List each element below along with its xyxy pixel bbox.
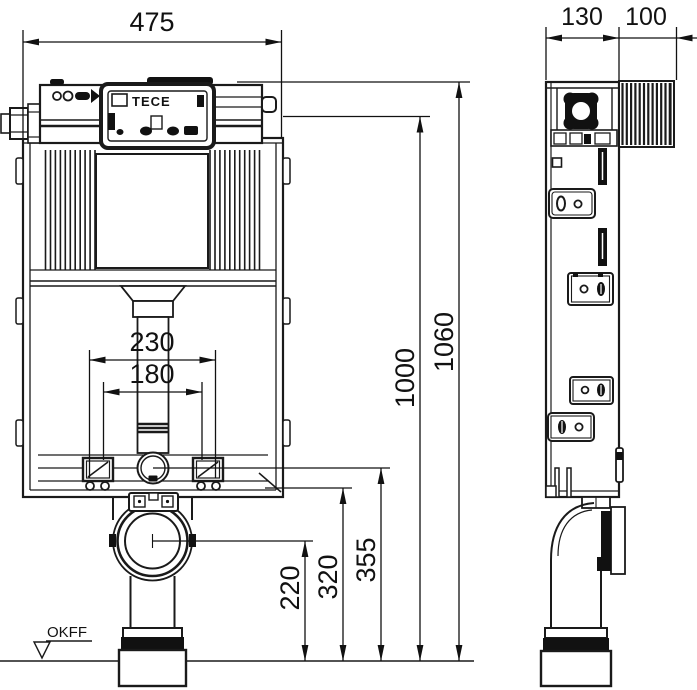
top-housing: TECE <box>0 77 277 150</box>
bracket-b <box>567 272 614 306</box>
bracket-d <box>547 412 595 442</box>
dimensions: 475 230 180 220 <box>22 3 697 661</box>
dim-230-label: 230 <box>129 327 174 357</box>
bracket-a <box>548 188 596 219</box>
bracket-c <box>569 376 614 405</box>
dim-100-label: 100 <box>625 3 667 31</box>
bolt-holes <box>85 481 221 491</box>
tank-window <box>95 153 209 269</box>
side-view <box>539 80 675 688</box>
filling-valve-fitting <box>563 92 599 130</box>
dim-180-label: 180 <box>129 359 174 389</box>
dim-1000-label: 1000 <box>390 348 420 408</box>
side-internals <box>545 148 624 498</box>
dim-100: 100 <box>619 3 697 80</box>
brand-logo: TECE <box>132 94 171 109</box>
dim-130-label: 130 <box>561 3 603 31</box>
fixing-bracket-left <box>81 456 115 483</box>
drain-assembly-front <box>109 492 196 688</box>
dim-320-label: 320 <box>313 554 343 599</box>
dim-355: 355 <box>153 467 390 661</box>
insulation-ribs <box>44 150 261 270</box>
tece-service-box: TECE <box>99 82 216 150</box>
pipe-mount-bracket <box>128 492 179 512</box>
dim-220: 220 <box>151 534 313 661</box>
housing-band <box>550 129 618 147</box>
dim-1060-label: 1060 <box>429 312 459 372</box>
dim-130: 130 <box>545 3 620 80</box>
level-triangle-icon <box>32 641 52 660</box>
dim-width-475: 475 <box>22 7 283 138</box>
floor-level-marker: OKFF <box>32 624 92 660</box>
dim-180: 180 <box>102 359 203 460</box>
dim-1000: 1000 <box>283 115 430 661</box>
drain-elbow-side <box>539 496 626 688</box>
dim-230: 230 <box>88 327 217 478</box>
drain-socket-side <box>539 649 613 688</box>
dim-1060: 1060 <box>237 81 470 661</box>
floor-level-label: OKFF <box>47 624 87 641</box>
drain-socket-front <box>117 648 188 688</box>
protection-box <box>618 80 675 148</box>
front-view: TECE <box>0 77 291 499</box>
fixing-bracket-right <box>191 456 225 483</box>
dim-475-label: 475 <box>129 7 174 37</box>
valve-icon <box>52 89 100 103</box>
dim-320: 320 <box>265 487 352 661</box>
flush-pipe <box>119 285 187 485</box>
flow-arrow-icon <box>91 89 100 103</box>
dim-220-label: 220 <box>275 565 305 610</box>
dim-355-label: 355 <box>351 537 381 582</box>
